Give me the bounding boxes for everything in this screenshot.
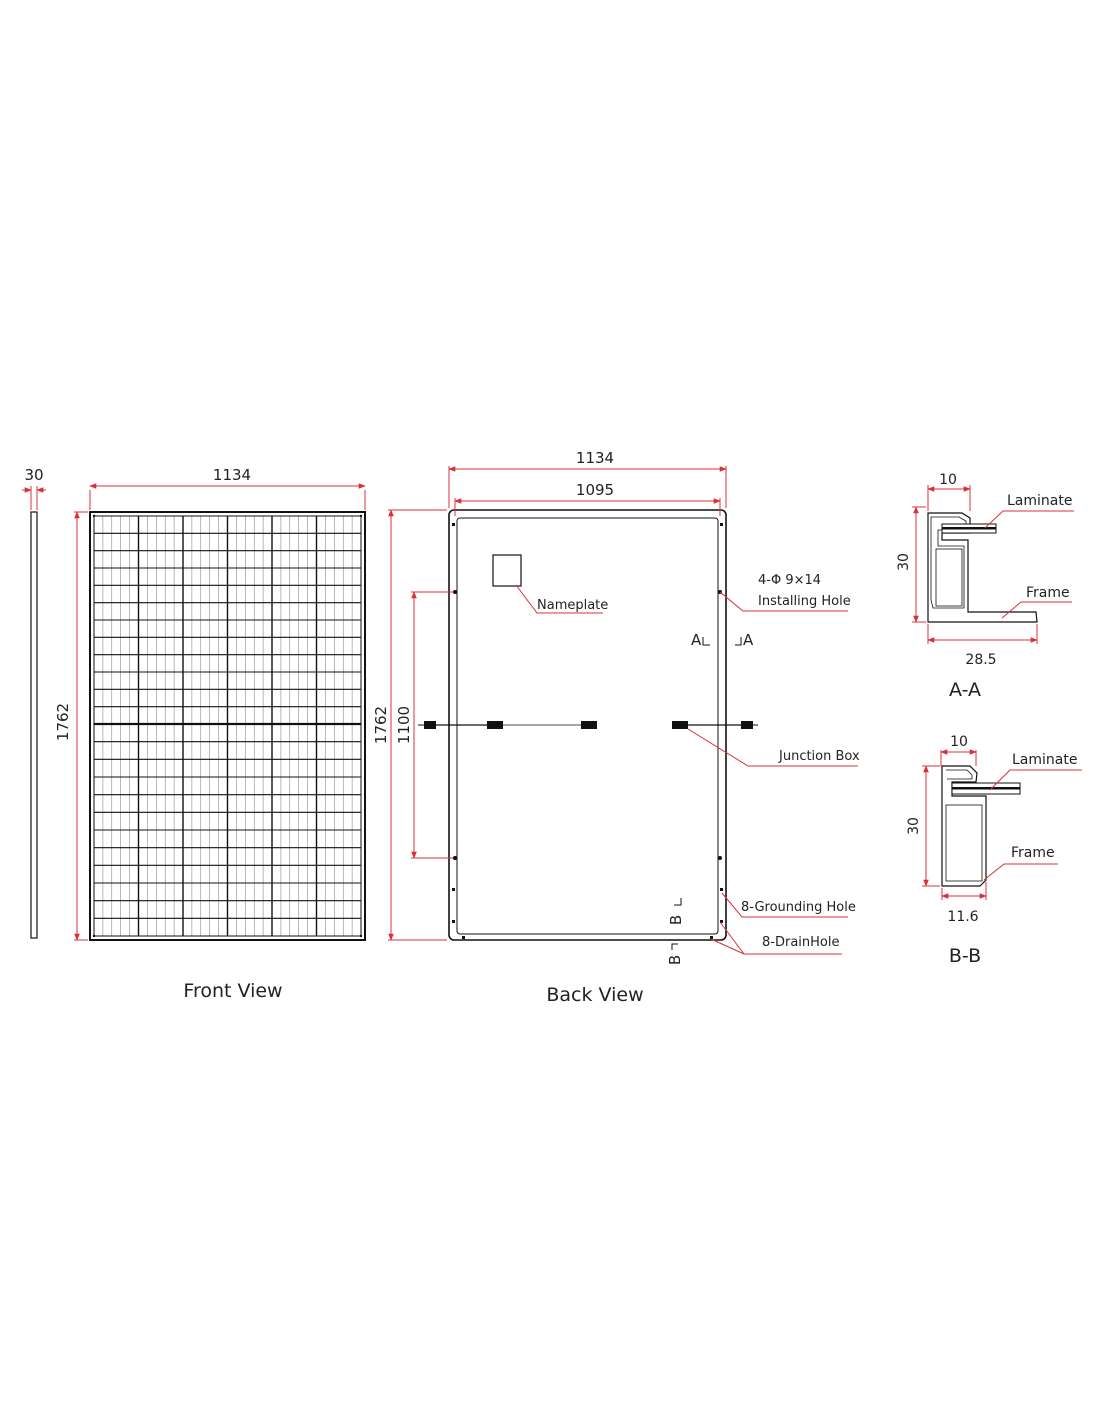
side-thickness-label: 30 bbox=[24, 466, 43, 484]
svg-text:A: A bbox=[691, 631, 702, 649]
installing-hole-label: Installing Hole bbox=[758, 594, 851, 609]
frame-marks bbox=[452, 523, 723, 939]
front-view: 1134 1762 Front View bbox=[54, 466, 366, 1002]
svg-text:B: B bbox=[667, 915, 685, 925]
back-view: Nameplate bbox=[372, 449, 860, 1006]
bb-title: B-B bbox=[949, 945, 981, 967]
section-marker-a: A A bbox=[691, 631, 754, 649]
junction-box-label: Junction Box bbox=[778, 749, 860, 764]
section-aa-profile bbox=[927, 512, 1038, 623]
cable-assembly bbox=[418, 721, 758, 729]
section-aa: 10 30 28.5 Laminate Frame A-A bbox=[896, 472, 1074, 701]
bb-height: 30 bbox=[906, 817, 922, 835]
aa-top-width: 10 bbox=[939, 472, 957, 488]
aa-title: A-A bbox=[949, 679, 981, 701]
aa-height: 30 bbox=[896, 553, 912, 571]
back-height-label: 1762 bbox=[372, 706, 390, 744]
bb-top-width: 10 bbox=[950, 734, 968, 750]
nameplate-label: Nameplate bbox=[537, 598, 608, 613]
cell-grid bbox=[92, 514, 363, 938]
installing-hole-spec: 4-Φ 9×14 bbox=[758, 573, 821, 588]
section-bb: 10 30 11.6 Laminate Frame B-B bbox=[906, 734, 1082, 967]
svg-text:A: A bbox=[743, 631, 754, 649]
aa-frame-label: Frame bbox=[1026, 585, 1070, 601]
drain-hole-label: 8-DrainHole bbox=[762, 935, 839, 950]
svg-text:B: B bbox=[666, 955, 684, 965]
nameplate bbox=[492, 554, 522, 587]
aa-laminate-label: Laminate bbox=[1007, 493, 1072, 509]
back-inner-width-label: 1095 bbox=[576, 481, 614, 499]
side-profile bbox=[30, 511, 38, 939]
bb-laminate-label: Laminate bbox=[1012, 752, 1077, 768]
section-bb-profile bbox=[941, 765, 987, 887]
back-frame-inner bbox=[456, 517, 719, 935]
front-width-label: 1134 bbox=[213, 466, 251, 484]
aa-bottom-width: 28.5 bbox=[965, 652, 996, 668]
back-view-caption: Back View bbox=[546, 984, 643, 1006]
side-view: 30 bbox=[22, 466, 46, 939]
front-height-label: 1762 bbox=[54, 703, 72, 741]
back-outer-width-label: 1134 bbox=[576, 449, 614, 467]
section-marker-b: B B bbox=[666, 898, 685, 965]
back-hole-spacing-label: 1100 bbox=[395, 706, 413, 744]
front-view-caption: Front View bbox=[183, 980, 282, 1002]
bb-frame-label: Frame bbox=[1011, 845, 1055, 861]
bb-bottom-width: 11.6 bbox=[947, 909, 978, 925]
grounding-hole-label: 8-Grounding Hole bbox=[741, 900, 856, 915]
